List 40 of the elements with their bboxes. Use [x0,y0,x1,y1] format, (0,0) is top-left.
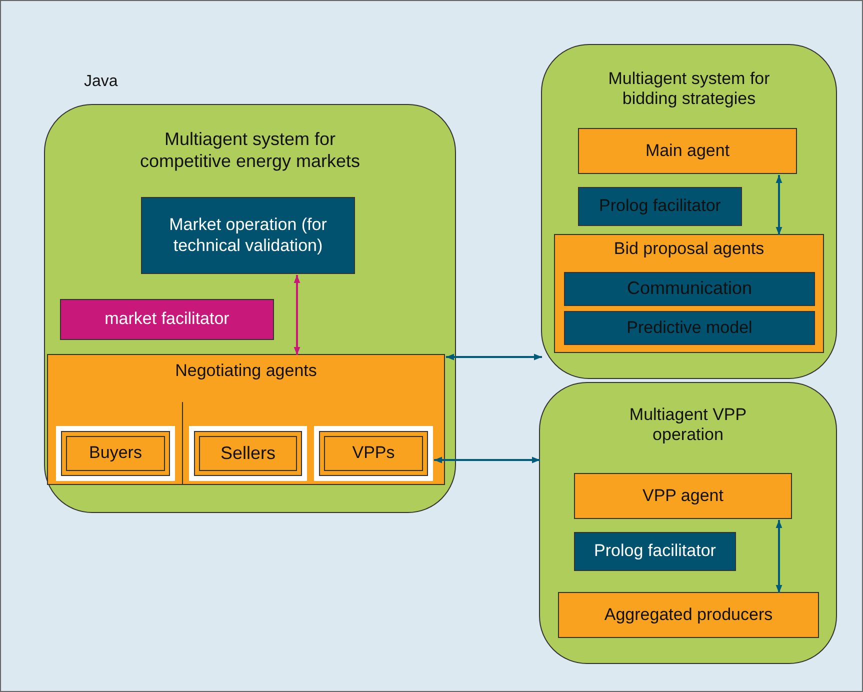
node-label: Predictive model [626,318,752,338]
process-box [141,197,355,274]
node-label: Prolog facilitator [599,196,721,217]
node-label: Communication [626,278,752,300]
process-box [564,311,815,345]
node-label: Multiagent VPP operation [628,405,748,446]
double-arrow [776,520,782,593]
node-label: Negotiating agents [175,361,317,382]
agent-group-box [554,234,824,353]
node-label: Prolog facilitator [594,541,716,562]
process-box [574,532,736,571]
agent-box [578,128,797,174]
double-arrow [776,175,782,235]
system-panel [541,44,837,379]
node-label: Buyers [89,443,142,464]
agent-box [314,426,433,481]
node-label: VPP agent [642,486,724,506]
agent-box [56,426,175,481]
node-label: Main agent [645,140,730,162]
agent-box [558,592,819,638]
node-label: Bid proposal agents [614,239,764,260]
double-arrow [446,354,542,360]
node-label: Sellers [220,442,276,464]
double-arrow [294,275,300,355]
system-panel [44,104,456,513]
facilitator-box [60,299,274,340]
double-arrow [434,456,540,464]
agent-group-box [47,354,445,485]
node-label: Multiagent system for bidding strategies [607,69,771,110]
node-label: Aggregated producers [604,604,773,626]
node-label: Market operation (for technical validation) [168,215,328,256]
node-label: market facilitator [104,309,230,330]
agent-box [189,426,307,481]
process-box [564,272,815,306]
node-label: Multiagent system for competitive energy markets [138,129,362,172]
process-box [578,187,742,226]
platform-label: Java [84,73,118,91]
system-panel [539,382,837,664]
agent-box [574,473,792,519]
node-label: VPPs [352,443,395,464]
